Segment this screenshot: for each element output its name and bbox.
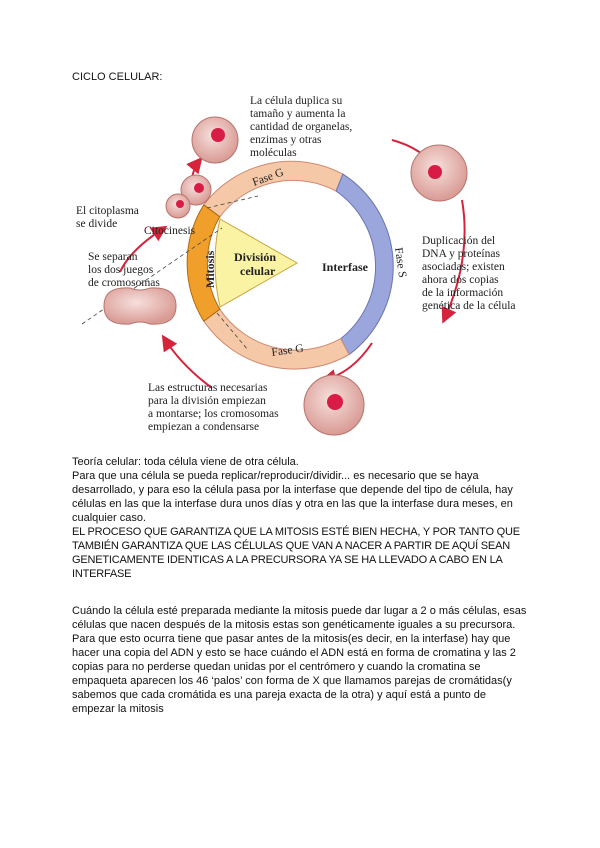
cell-top-left [191,116,239,164]
paragraph-teoria: Teoría celular: toda célula viene de otr… [72,456,299,468]
label-fase-g-bottom: Fase G [271,343,305,359]
label-duplica: La célula duplica su tamaño y aumenta la… [250,95,355,159]
label-duplicacion: Duplicación del DNA y proteínas asociada… [422,235,516,312]
label-fase-s: Fase S [392,247,408,279]
page-title: CICLO CELULAR: [72,71,163,83]
label-division-celular: División celular [234,250,279,278]
fase-g-bottom-sector [203,308,350,370]
body-section-1: Teoría celular: toda célula viene de otr… [72,455,528,581]
label-separan: Se separan los dos juegos de cromosomas [88,251,160,289]
cell-bottom [303,374,365,436]
dividing-cell [103,287,177,325]
label-estructuras: Las estructuras necesarias para la divis… [148,382,282,433]
label-interfase: Interfase [322,260,369,274]
cell-small-lower [165,193,191,219]
cell-cycle-diagram: La célula duplica su tamaño y aumenta la… [76,95,516,436]
cell-right [410,144,468,202]
paragraph-mitosis: Cuándo la célula esté preparada mediante… [72,605,527,715]
label-citoplasma: El citoplasma se divide [76,205,142,230]
body-section-2: Cuándo la célula esté preparada mediante… [72,604,528,716]
label-mitosis: Mitosis [203,250,217,288]
paragraph-replicar: Para que una célula se pueda replicar/re… [72,470,513,524]
label-citocinesis: Citocinesis [144,225,196,237]
mitosis-sector [186,204,221,322]
paragraph-caps: EL PROCESO QUE GARANTIZA QUE LA MITOSIS … [72,526,520,580]
cell-small-upper [180,174,212,206]
